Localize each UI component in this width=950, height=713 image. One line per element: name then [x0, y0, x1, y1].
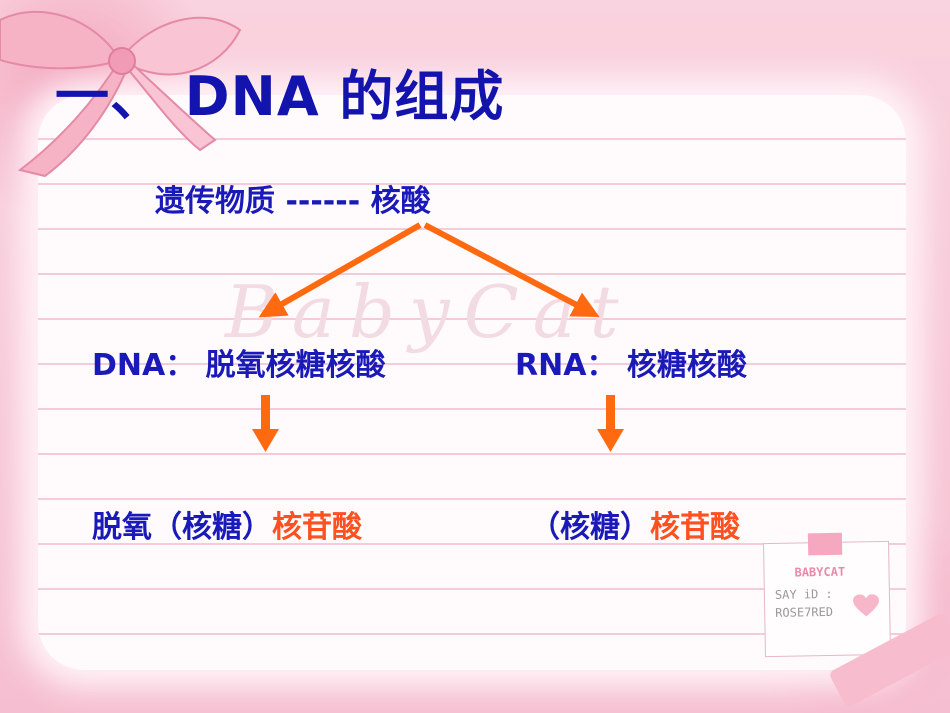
arrow-to-rna — [423, 222, 600, 318]
rna-unit-suffix: 核苷酸 — [650, 510, 740, 545]
arrow-to-dna — [258, 222, 422, 318]
bow-icon — [0, 10, 242, 178]
watermark: BabyCat — [225, 270, 633, 354]
lined-paper — [38, 95, 906, 670]
dna-label: DNA： 脱氧核糖核酸 — [92, 348, 386, 383]
arrow-down-icon — [597, 395, 624, 452]
card-line-2: ROSE7RED — [775, 604, 834, 620]
card-clip — [807, 532, 843, 556]
rna-unit-prefix: （核糖） — [530, 510, 650, 545]
rna-label: RNA： 核糖核酸 — [515, 348, 747, 383]
dna-nucleotide: 脱氧（核糖）核苷酸 — [92, 502, 362, 546]
rna-nucleotide: （核糖）核苷酸 — [530, 502, 740, 546]
card-brand: BABYCAT — [794, 564, 846, 580]
page-title: 一、 DNA 的组成 — [55, 65, 505, 128]
arrow-down-icon — [252, 395, 279, 452]
dna-unit-suffix: 核苷酸 — [272, 510, 362, 545]
genetic-material-line: 遗传物质 ------ 核酸 — [155, 184, 431, 219]
card-line-1: SAY iD : — [774, 586, 833, 602]
heart-icon — [853, 594, 880, 617]
babycat-card: BABYCAT SAY iD : ROSE7RED — [763, 532, 891, 658]
dna-unit-prefix: 脱氧（核糖） — [92, 510, 272, 545]
